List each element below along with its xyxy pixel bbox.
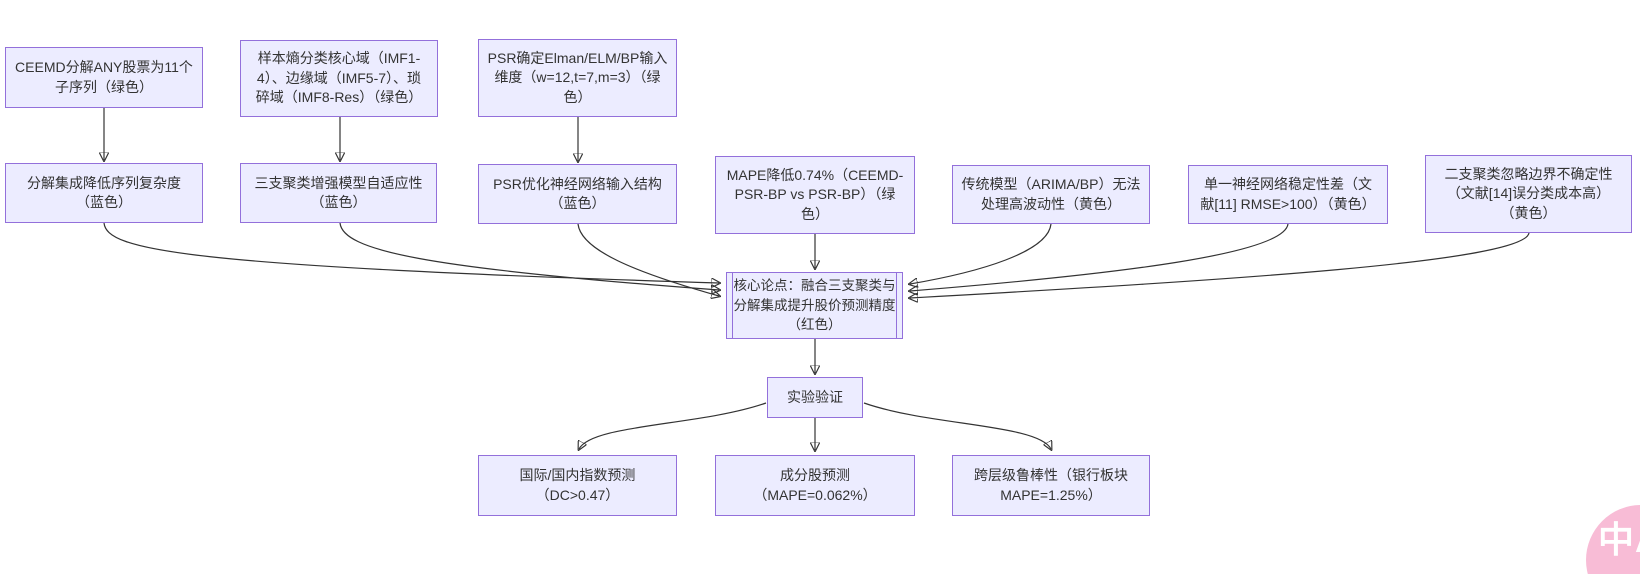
edge-exp-robust-arrow [863, 402, 1051, 449]
edge-threeway-core-arrow [339, 222, 719, 290]
edge-psropt-core-arrow [577, 223, 719, 296]
node-three-way-clustering: 三支聚类增强模型自适应性 （蓝色） [240, 163, 437, 223]
node-sample-entropy: 样本熵分类核心域（IMF1- 4）、边缘域（IMF5-7）、琐 碎域（IMF8-… [240, 40, 438, 117]
edge-singlenn-core-arrow [910, 223, 1289, 291]
node-psr-input-dimension: PSR确定Elman/ELM/BP输入 维度（w=12,t=7,m=3）（绿 色… [478, 39, 677, 117]
translate-badge-icon: 中A [1598, 519, 1640, 560]
node-psr-optimization: PSR优化神经网络输入结构 （蓝色） [478, 164, 677, 224]
edge-twoway-core-arrow [910, 232, 1530, 298]
node-cross-level-robustness: 跨层级鲁棒性（银行板块 MAPE=1.25%） [952, 455, 1150, 516]
core-inner-border-left [732, 273, 733, 338]
node-decomposition-ensemble: 分解集成降低序列复杂度 （蓝色） [5, 163, 203, 223]
translate-badge-button[interactable]: 中A [1586, 505, 1640, 574]
edge-exp-index-arrow [579, 402, 767, 449]
edge-decomp-core-arrow [103, 222, 719, 283]
node-two-way-clustering: 二支聚类忽略边界不确定性 （文献[14]误分类成本高） （黄色） [1425, 155, 1632, 233]
node-ceemd-decomposition: CEEMD分解ANY股票为11个 子序列（绿色） [5, 47, 203, 108]
core-thesis-label: 核心论点：融合三支聚类与 分解集成提升股价预测精度 （红色） [733, 278, 896, 333]
node-experiment-validation: 实验验证 [767, 377, 863, 418]
node-index-prediction: 国际/国内指数预测 （DC>0.47） [478, 455, 677, 516]
core-inner-border-right [896, 273, 897, 338]
node-constituent-stock-prediction: 成分股预测 （MAPE=0.062%） [715, 455, 915, 516]
node-traditional-models: 传统模型（ARIMA/BP）无法 处理高波动性（黄色） [952, 165, 1150, 224]
node-single-nn-instability: 单一神经网络稳定性差（文 献[11] RMSE>100）（黄色） [1188, 165, 1388, 224]
node-mape-reduction: MAPE降低0.74%（CEEMD- PSR-BP vs PSR-BP）（绿 色… [715, 156, 915, 234]
edge-trad-core-arrow [910, 223, 1052, 284]
node-core-thesis: 核心论点：融合三支聚类与 分解集成提升股价预测精度 （红色） [726, 272, 903, 339]
